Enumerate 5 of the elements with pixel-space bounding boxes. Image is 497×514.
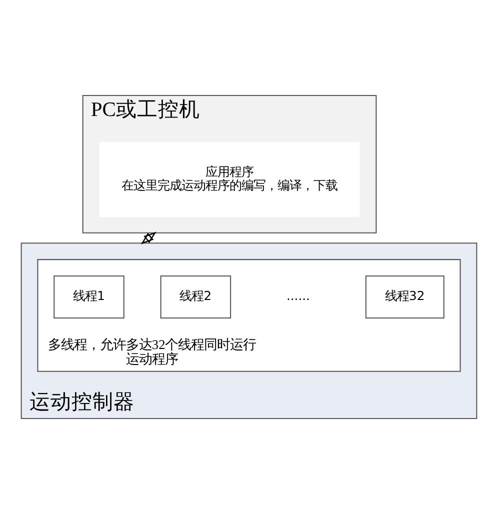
node-box: 线程32 <box>364 275 444 319</box>
node-box: 线程2 <box>160 275 231 319</box>
arrow <box>140 232 156 244</box>
node-box: 线程1 <box>53 275 124 319</box>
label: ...... <box>286 289 310 304</box>
